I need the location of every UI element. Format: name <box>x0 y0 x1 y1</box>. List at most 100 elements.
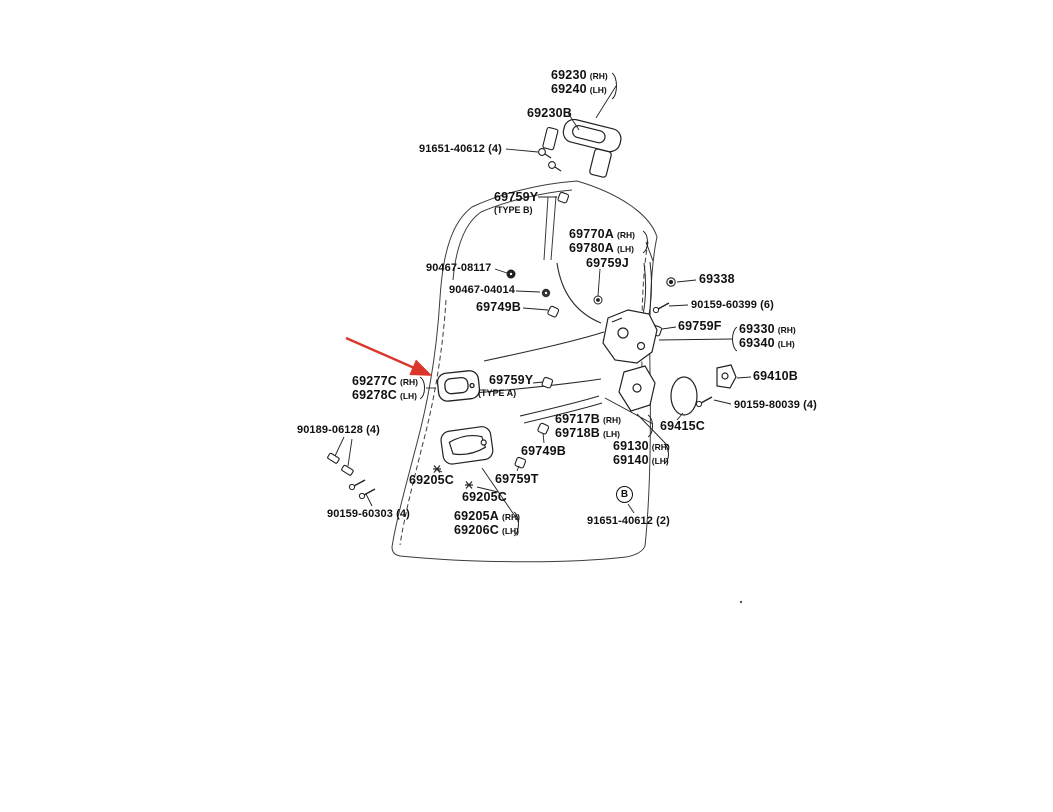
side-designation: (RH) <box>502 512 520 522</box>
side-designation: (RH) <box>589 71 608 81</box>
part-label-69130-69140: 69130(RH) 69140(LH) <box>613 439 670 467</box>
red-pointer-arrow <box>345 336 433 376</box>
part-label-69717B-69718B: 69717B(RH) 69718B(LH) <box>555 412 621 440</box>
part-label-90159-60303: 90159-60303 (4) <box>327 507 410 521</box>
striker-bolt-69338 <box>666 277 676 287</box>
lock-remote-plate <box>618 365 656 412</box>
part-number: 69717B <box>555 412 600 426</box>
part-label-90467-08117: 90467-08117 <box>426 261 491 275</box>
part-label-69759F: 69759F <box>678 319 722 333</box>
part-label-69277C-69278C: 69277C(RH) 69278C(LH) <box>352 374 418 402</box>
part-label-90189-06128: 90189-06128 (4) <box>297 423 380 437</box>
side-designation: (RH) <box>617 230 635 240</box>
part-number: 69749B <box>521 444 566 458</box>
grommet-90467-04014 <box>541 288 551 298</box>
part-label-69230B: 69230B <box>527 106 572 120</box>
side-designation: (RH) <box>400 377 418 387</box>
part-number: 69770A <box>569 227 614 241</box>
grommet-69759J <box>593 295 603 305</box>
clip-69759Y-typeB <box>557 191 570 204</box>
part-number: 69340 <box>739 336 775 350</box>
part-number: 90159-60399 (6) <box>691 299 774 311</box>
handle-bolts <box>538 148 562 172</box>
part-number: 69330 <box>739 322 775 336</box>
part-number: 69240 <box>551 82 587 96</box>
inside-door-handle <box>440 426 494 465</box>
part-number: 90159-60303 (4) <box>327 508 410 520</box>
part-number: 69759Y <box>489 373 534 387</box>
side-designation: (LH) <box>651 456 669 466</box>
part-label-69415C: 69415C <box>660 419 705 433</box>
part-label-69205C-2: 69205C <box>462 490 507 504</box>
part-label-69410B: 69410B <box>753 369 798 383</box>
part-label-69338: 69338 <box>699 272 735 286</box>
leader-lines <box>334 85 752 523</box>
screw-90159-60399 <box>652 302 670 314</box>
side-designation: (LH) <box>777 339 795 349</box>
part-label-69759J: 69759J <box>586 256 629 270</box>
fastener-marker-B: B <box>616 486 633 503</box>
part-number: 91651-40612 (2) <box>587 515 670 527</box>
part-number: 69277C <box>352 374 397 388</box>
door-lock-assembly <box>602 309 658 364</box>
clip-69759Y-typeA <box>541 376 554 389</box>
part-label-69205C-1: 69205C <box>409 473 454 487</box>
part-label-69749B-lower: 69749B <box>521 444 566 458</box>
part-number: 90189-06128 (4) <box>297 424 380 436</box>
stray-dot <box>739 600 743 604</box>
part-number: 69205A <box>454 509 499 523</box>
screws-90159-60303 <box>348 479 376 500</box>
side-designation: (RH) <box>651 442 670 452</box>
part-number: 69205C <box>462 490 507 504</box>
handle-gasket <box>542 126 559 151</box>
part-label-69770A-69780A: 69770A(RH) 69780A(LH) <box>569 227 635 255</box>
part-label-69230-69240: 69230(RH) 69240(LH) <box>551 68 608 96</box>
part-number: 69130 <box>613 439 649 453</box>
screw-90159-80039 <box>695 396 713 408</box>
part-label-90159-60399: 90159-60399 (6) <box>691 298 774 312</box>
lock-control-rods <box>473 262 605 424</box>
part-number: 69230 <box>551 68 587 82</box>
side-designation: (LH) <box>400 391 417 401</box>
part-number: 90467-08117 <box>426 262 492 274</box>
side-designation: (LH) <box>617 244 634 254</box>
screw-69205C-1 <box>433 465 441 473</box>
part-number: 69410B <box>753 369 798 383</box>
part-number: 69759F <box>678 319 722 333</box>
part-label-90467-04014: 90467-04014 <box>449 283 515 297</box>
part-label-69330-69340: 69330(RH) 69340(LH) <box>739 322 796 350</box>
part-number: 91651-40612 (4) <box>419 143 502 155</box>
side-designation: (LH) <box>502 526 519 536</box>
part-number: 69230B <box>527 106 572 120</box>
striker-bracket-69410B <box>716 364 737 389</box>
part-number: 69205C <box>409 473 454 487</box>
side-designation: (LH) <box>603 429 620 439</box>
service-hole-cover-oval <box>670 376 698 416</box>
side-designation: (LH) <box>589 85 607 95</box>
part-number: 69140 <box>613 453 649 467</box>
part-number: 69718B <box>555 426 600 440</box>
part-number: 69206C <box>454 523 499 537</box>
part-number: 69759T <box>495 472 539 486</box>
type-designation: (TYPE B) <box>494 205 533 215</box>
part-number: 69278C <box>352 388 397 402</box>
clip-69749B-lower <box>537 422 550 435</box>
part-number: 69759J <box>586 256 629 270</box>
part-number: 69749B <box>476 300 521 314</box>
grommet-90467-08117 <box>506 269 516 279</box>
part-number: 69780A <box>569 241 614 255</box>
part-label-69759T: 69759T <box>495 472 539 486</box>
part-label-69759Y-typeB: 69759Y (TYPE B) <box>494 190 538 216</box>
inside-handle-bezel <box>436 370 481 402</box>
part-label-69749B-upper: 69749B <box>476 300 521 314</box>
part-label-90159-80039: 90159-80039 (4) <box>734 398 817 412</box>
side-designation: (RH) <box>777 325 796 335</box>
part-label-69759Y-typeA: 69759Y (TYPE A) <box>478 373 533 399</box>
type-designation: (TYPE A) <box>478 388 517 398</box>
part-number: 90159-80039 (4) <box>734 399 817 411</box>
part-number: 69759Y <box>494 190 539 204</box>
clip-69749B-upper <box>547 305 560 318</box>
screw-69205C-2 <box>465 481 473 489</box>
